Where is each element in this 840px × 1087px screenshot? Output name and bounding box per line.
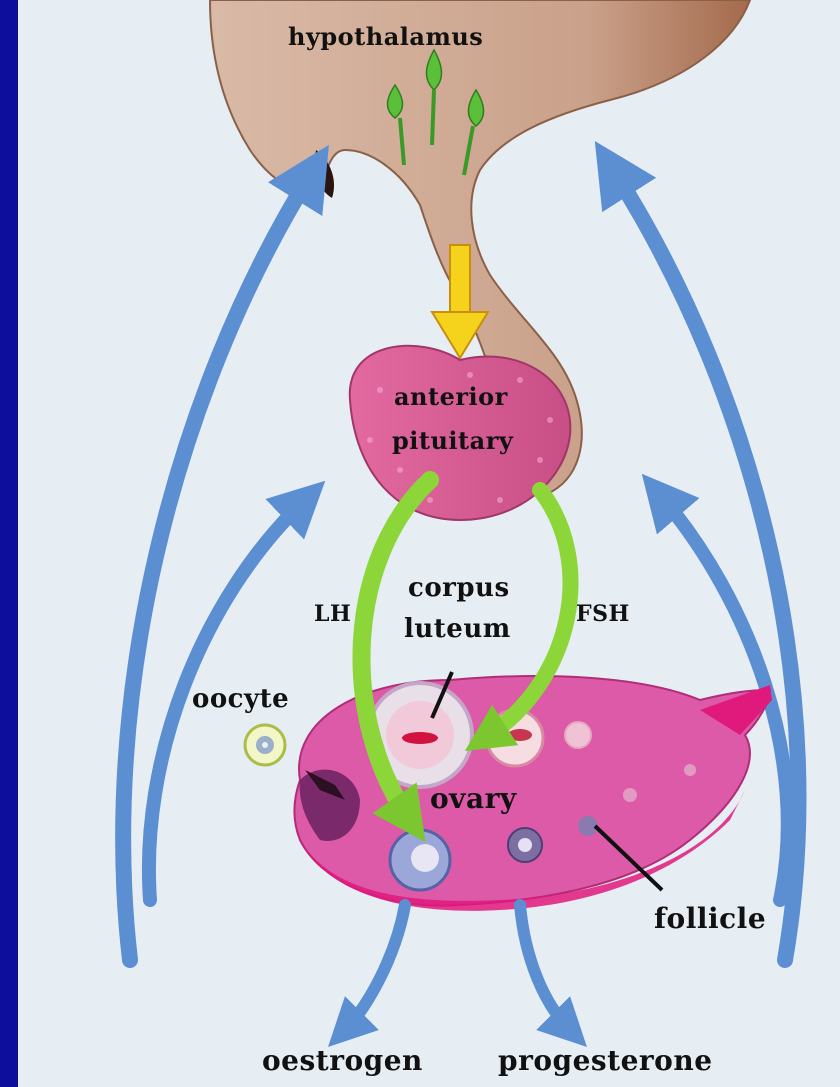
label-luteum: luteum: [404, 614, 511, 644]
label-follicle: follicle: [654, 902, 766, 935]
oocyte: [245, 725, 285, 765]
label-hypothalamus: hypothalamus: [288, 22, 483, 51]
label-pituitary: pituitary: [392, 426, 513, 455]
label-progesterone: progesterone: [498, 1044, 713, 1077]
label-anterior: anterior: [394, 382, 508, 411]
label-lh: LH: [314, 601, 351, 627]
label-corpus: corpus: [408, 573, 510, 603]
label-oocyte: oocyte: [192, 684, 289, 714]
label-fsh: FSH: [576, 601, 630, 627]
label-oestrogen: oestrogen: [262, 1044, 423, 1077]
label-ovary: ovary: [430, 782, 517, 815]
